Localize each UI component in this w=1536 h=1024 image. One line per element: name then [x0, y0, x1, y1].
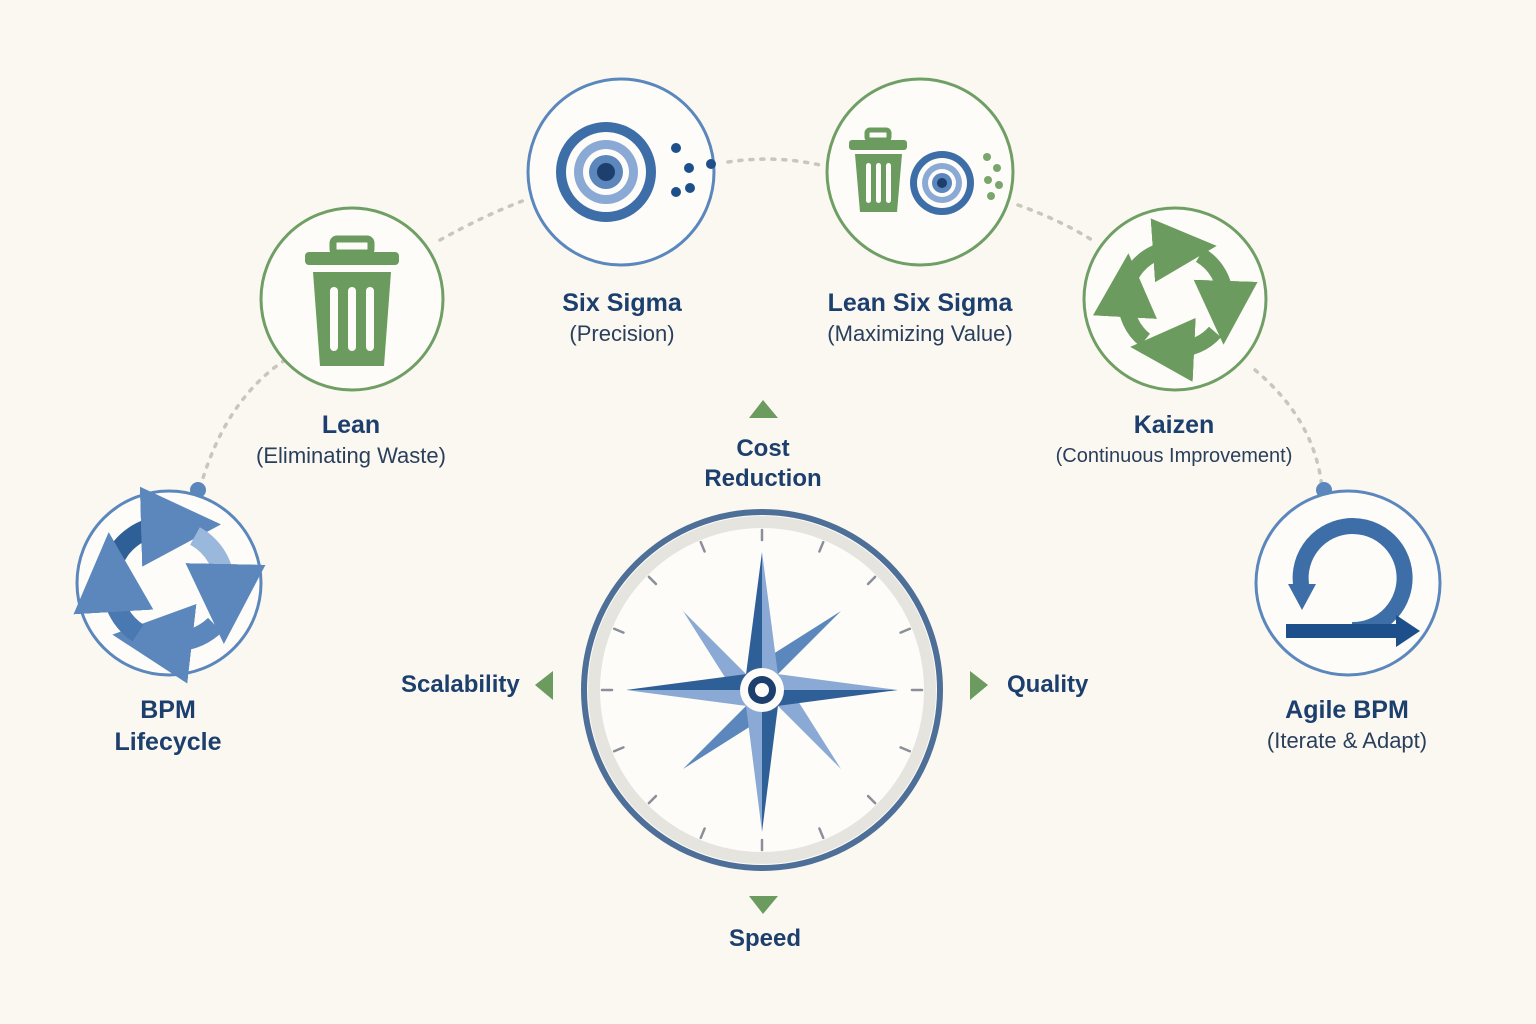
trash-and-target-icon	[849, 127, 1003, 215]
connector-arc	[198, 157, 1324, 490]
compass-ticks	[600, 528, 924, 852]
label-bpm-lifecycle: BPM Lifecycle	[114, 694, 221, 758]
trash-can-icon	[305, 235, 399, 366]
north-triangle	[749, 400, 778, 418]
cycle-arrows-icon	[73, 486, 266, 684]
loop-arrow-icon	[1286, 518, 1420, 647]
south-triangle	[749, 896, 778, 914]
title-line: Lifecycle	[114, 728, 222, 756]
node-title: Lean	[321, 411, 381, 439]
node-title: Agile BPM	[1285, 696, 1409, 724]
compass	[535, 400, 988, 914]
node-lean-six-sigma	[825, 77, 1015, 267]
target-icon	[556, 122, 716, 222]
node-subtitle: (Iterate & Adapt)	[1266, 728, 1428, 753]
compass-tick	[899, 746, 912, 753]
direction-line: Reduction	[704, 465, 822, 492]
node-title: Lean Six Sigma	[827, 289, 1013, 317]
direction-east-label: Quality	[1007, 671, 1089, 698]
compass-tick	[699, 540, 706, 553]
compass-rose	[626, 552, 898, 832]
direction-north-label: Cost Reduction	[704, 434, 821, 494]
compass-tick	[866, 794, 877, 805]
direction-line: Cost	[736, 435, 790, 462]
east-triangle	[970, 671, 988, 700]
compass-tick	[612, 627, 625, 634]
cycle-arrows-icon	[1093, 218, 1258, 382]
node-kaizen	[1082, 206, 1268, 392]
compass-tick	[818, 540, 825, 553]
node-title: Six Sigma	[562, 289, 682, 317]
compass-tick	[647, 575, 658, 586]
compass-tick	[699, 827, 706, 840]
label-agile-bpm: Agile BPM (Iterate & Adapt)	[1267, 694, 1427, 756]
node-subtitle: (Continuous Improvement)	[1055, 445, 1293, 467]
direction-south-label: Speed	[729, 924, 801, 954]
node-bpm-lifecycle	[73, 486, 266, 684]
label-lean: Lean (Eliminating Waste)	[256, 409, 446, 471]
node-lean	[259, 206, 445, 392]
node-title: Kaizen	[1133, 411, 1215, 439]
label-lean-six-sigma: Lean Six Sigma (Maximizing Value)	[827, 287, 1012, 349]
label-six-sigma: Six Sigma (Precision)	[562, 287, 682, 349]
compass-tick	[818, 827, 825, 840]
compass-tick	[899, 627, 912, 634]
compass-tick	[647, 794, 658, 805]
compass-tick	[612, 746, 625, 753]
direction-line: Speed	[728, 925, 802, 952]
compass-tick	[866, 575, 877, 586]
node-subtitle: (Maximizing Value)	[827, 321, 1013, 346]
west-triangle	[535, 671, 553, 700]
title-line: BPM	[140, 696, 196, 724]
label-kaizen: Kaizen (Continuous Improvement)	[1056, 409, 1293, 471]
node-agile-bpm	[1254, 489, 1442, 677]
node-subtitle: (Eliminating Waste)	[256, 443, 446, 468]
direction-west-label: Scalability	[401, 671, 520, 698]
node-six-sigma	[526, 77, 716, 267]
node-subtitle: (Precision)	[569, 321, 675, 346]
